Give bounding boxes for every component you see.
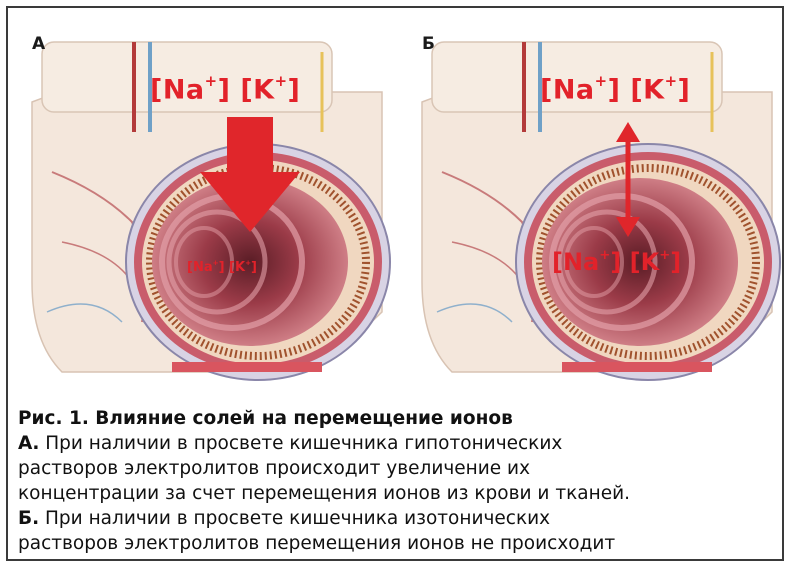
caption-line: растворов электролитов происходит увелич… xyxy=(18,456,780,481)
ion-concentration-label-top: [Na+] [K+] xyxy=(150,72,300,106)
caption-paragraph-b: Б. При наличии в просвете кишечника изот… xyxy=(18,506,780,531)
caption-line: растворов электролитов перемещения ионов… xyxy=(18,531,780,556)
ion-concentration-label-lumen: [Na+] [K+] xyxy=(552,248,681,276)
ion-concentration-label-top: [Na+] [K+] xyxy=(540,72,690,106)
caption-line: концентрации за счет перемещения ионов и… xyxy=(18,481,780,506)
panel-letter: Б xyxy=(422,34,435,54)
caption-paragraph-a: А. При наличии в просвете кишечника гипо… xyxy=(18,431,780,456)
ion-concentration-label-lumen: [Na+] [K+] xyxy=(187,258,257,275)
panel-a: А [Na+] [K+] [Na+] [K+] xyxy=(22,22,394,394)
panel-letter: А xyxy=(32,34,45,54)
caption-title: Рис. 1. Влияние солей на перемещение ион… xyxy=(18,406,780,431)
figure-frame: А [Na+] [K+] [Na+] [K+] xyxy=(6,6,784,561)
panel-b: Б [Na+] [K+] [Na+] [K+] xyxy=(412,22,784,394)
figure-caption: Рис. 1. Влияние солей на перемещение ион… xyxy=(18,406,780,556)
